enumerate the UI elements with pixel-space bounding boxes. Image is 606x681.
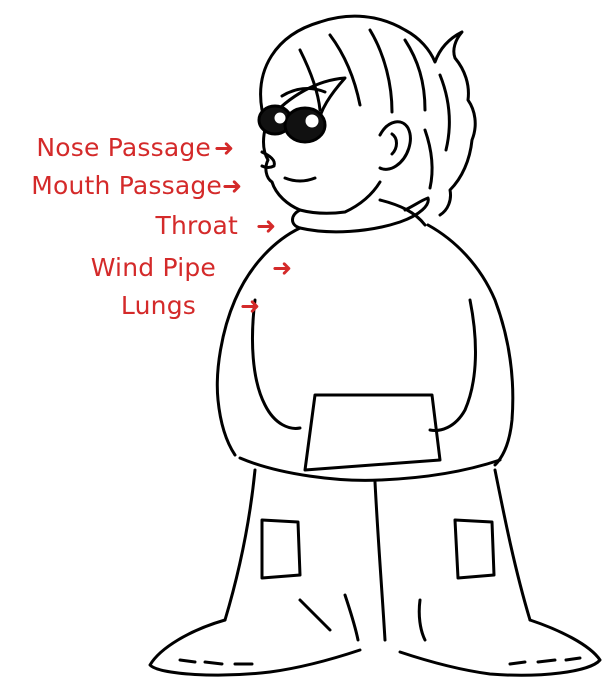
arrow-wind-pipe: ➜ bbox=[272, 254, 292, 282]
label-lungs: Lungs bbox=[121, 292, 196, 320]
label-throat: Throat bbox=[156, 212, 238, 240]
right-eye bbox=[285, 108, 325, 142]
right-shoe bbox=[400, 620, 600, 675]
arrow-nose-passage: ➜ bbox=[214, 134, 234, 162]
pants-outline bbox=[225, 470, 255, 620]
label-wind-pipe: Wind Pipe bbox=[91, 254, 216, 282]
hair-strand-4 bbox=[405, 40, 425, 110]
hair-strand-3 bbox=[370, 30, 392, 112]
label-nose-passage: Nose Passage bbox=[36, 134, 211, 162]
hair-strand-5 bbox=[440, 75, 449, 150]
hair-strand-1 bbox=[300, 50, 320, 110]
arrow-mouth-passage: ➜ bbox=[222, 172, 242, 200]
cargo-pocket-left bbox=[262, 520, 300, 578]
cargo-pocket-right bbox=[455, 520, 494, 578]
arrow-lungs: ➜ bbox=[240, 292, 260, 320]
mouth bbox=[285, 178, 315, 181]
pocket bbox=[305, 395, 440, 470]
right-arm bbox=[430, 300, 475, 430]
hair-strand-2 bbox=[330, 35, 360, 105]
arrow-throat: ➜ bbox=[256, 212, 276, 240]
hair-strand-6 bbox=[425, 130, 432, 188]
label-mouth-passage: Mouth Passage bbox=[31, 172, 222, 200]
sweater-hem bbox=[240, 458, 500, 480]
